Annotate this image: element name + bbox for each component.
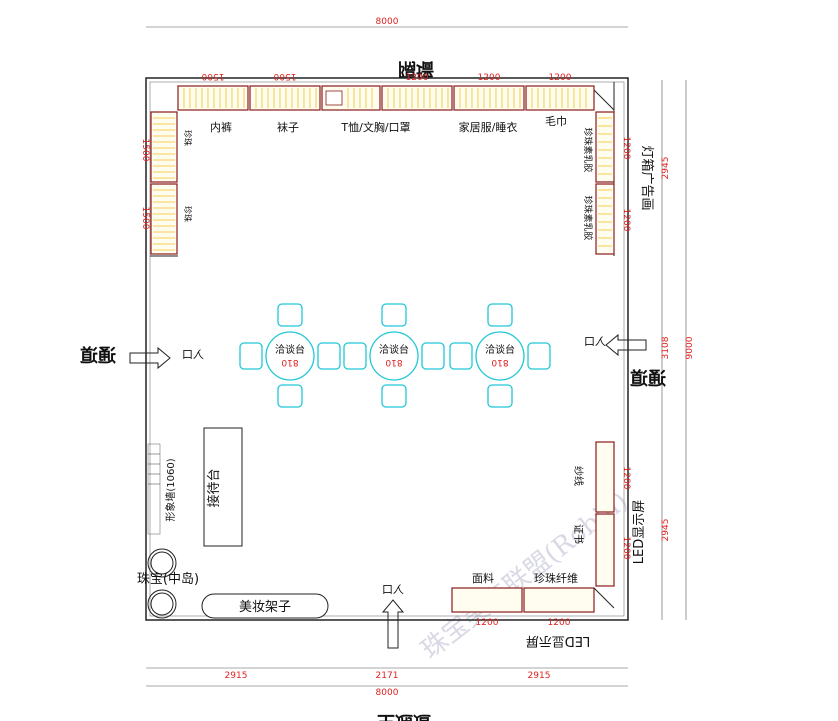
shelf-dim-2: 1500 [273, 71, 296, 81]
label-right-wall-2: 珍珠素乳胶 [582, 195, 594, 240]
bottom-dimensions: 2915 2171 2915 8000 [146, 667, 628, 698]
label-certificate: 证书 [572, 524, 584, 544]
right-shelf-dim-1: 1200 [621, 137, 631, 160]
left-entrance-label: 入口 [182, 348, 204, 361]
right-low-shelves: 纱线 证书 1200 1200 [572, 441, 631, 587]
table-label-1: 洽谈台 [275, 343, 305, 356]
label-yarn: 纱线 [572, 466, 585, 486]
shelf-dim-3: 1200 [406, 73, 429, 83]
left-shelf-dim-1: 1500 [140, 139, 150, 162]
label-tshirt: T恤/文胸/口罩 [340, 120, 410, 134]
total-height: 9000 [685, 336, 695, 359]
label-left-wall-2: 珍珠 [183, 206, 193, 222]
label-right-wall-1: 珍珠素乳胶 [582, 127, 594, 172]
label-makeup: 美妆架子 [239, 600, 291, 615]
label-underwear: 内裤 [210, 120, 232, 134]
top-wall-label: 隔墙 [398, 58, 434, 80]
label-pearl-fiber: 珍珠纤维 [534, 571, 578, 585]
label-led-bottom: LED显示屏 [526, 633, 590, 648]
right-aisle: 通道 入口 [584, 333, 666, 390]
left-shelf-dim-2: 1500 [140, 207, 150, 230]
right-shelves: 珍珠素乳胶 珍珠素乳胶 1200 1200 [582, 111, 631, 255]
left-aisle-label: 通道 [80, 345, 116, 367]
label-homewear: 家居服/睡衣 [459, 120, 518, 134]
table-label-3: 洽谈台 [485, 343, 515, 356]
image-wall: 形象墙(1060) [147, 443, 177, 535]
total-width-top: 8000 [376, 17, 399, 27]
bottom-entrance-label: 入口 [382, 583, 404, 596]
right-seg-top: 2945 [661, 157, 671, 180]
right-seg-mid: 3108 [661, 336, 671, 359]
right-low-dim-2: 1200 [621, 537, 631, 560]
bottom-seg-1: 2915 [225, 671, 248, 681]
shelf-dim-4: 1200 [478, 73, 501, 83]
jewelry-island: 珠宝(中岛) [137, 548, 199, 619]
label-reception: 接待台 [206, 468, 222, 507]
right-seg-bot: 2945 [661, 519, 671, 542]
top-dimension: 8000 [146, 17, 628, 28]
left-aisle: 通道 入口 [80, 345, 204, 370]
table-label-2: 洽谈台 [379, 343, 409, 356]
right-aisle-label: 通道 [630, 368, 666, 390]
bottom-seg-2: 2171 [376, 671, 399, 681]
label-led-right: LED显示屏 [632, 500, 647, 564]
bottom-entrance: 入口 [381, 583, 405, 649]
top-shelves: 1500 1500 1200 1200 1200 [177, 71, 595, 111]
right-dimensions: 2945 3108 2945 9000 [661, 80, 695, 620]
table-dim-3: 810 [491, 357, 508, 367]
bottom-shelves: 1200 1200 面料 珍珠纤维 [451, 571, 615, 628]
negotiation-table-3: 洽谈台 810 [449, 303, 551, 408]
label-socks: 袜子 [277, 120, 299, 134]
label-jewelry: 珠宝(中岛) [137, 571, 199, 587]
reception-desk: 接待台 [203, 427, 243, 547]
makeup-shelf: 美妆架子 [201, 593, 329, 619]
negotiation-table-1: 洽谈台 810 [239, 303, 341, 408]
left-shelves: 1500 1500 珍珠 珍珠 [140, 111, 193, 255]
main-aisle-label: 主通道 [377, 711, 431, 721]
bottom-shelf-dim-2: 1200 [548, 618, 571, 628]
negotiation-table-2: 洽谈台 810 [343, 303, 445, 408]
bottom-seg-3: 2915 [528, 671, 551, 681]
right-shelf-dim-2: 1200 [621, 209, 631, 232]
label-image-wall: 形象墙(1060) [164, 458, 177, 521]
label-fabric: 面料 [472, 571, 494, 585]
label-left-wall-1: 珍珠 [183, 130, 193, 146]
label-lightbox: 灯箱广告画 [639, 145, 655, 210]
right-low-dim-1: 1200 [621, 467, 631, 490]
right-entrance-label: 入口 [584, 335, 606, 348]
bottom-shelf-dim-1: 1200 [476, 618, 499, 628]
shelf-dim-1: 1500 [201, 71, 224, 81]
label-towel: 毛巾 [545, 114, 567, 128]
total-width-bottom: 8000 [376, 688, 399, 698]
shelf-dim-5: 1200 [549, 73, 572, 83]
table-dim-2: 810 [385, 357, 402, 367]
table-dim-1: 810 [281, 357, 298, 367]
